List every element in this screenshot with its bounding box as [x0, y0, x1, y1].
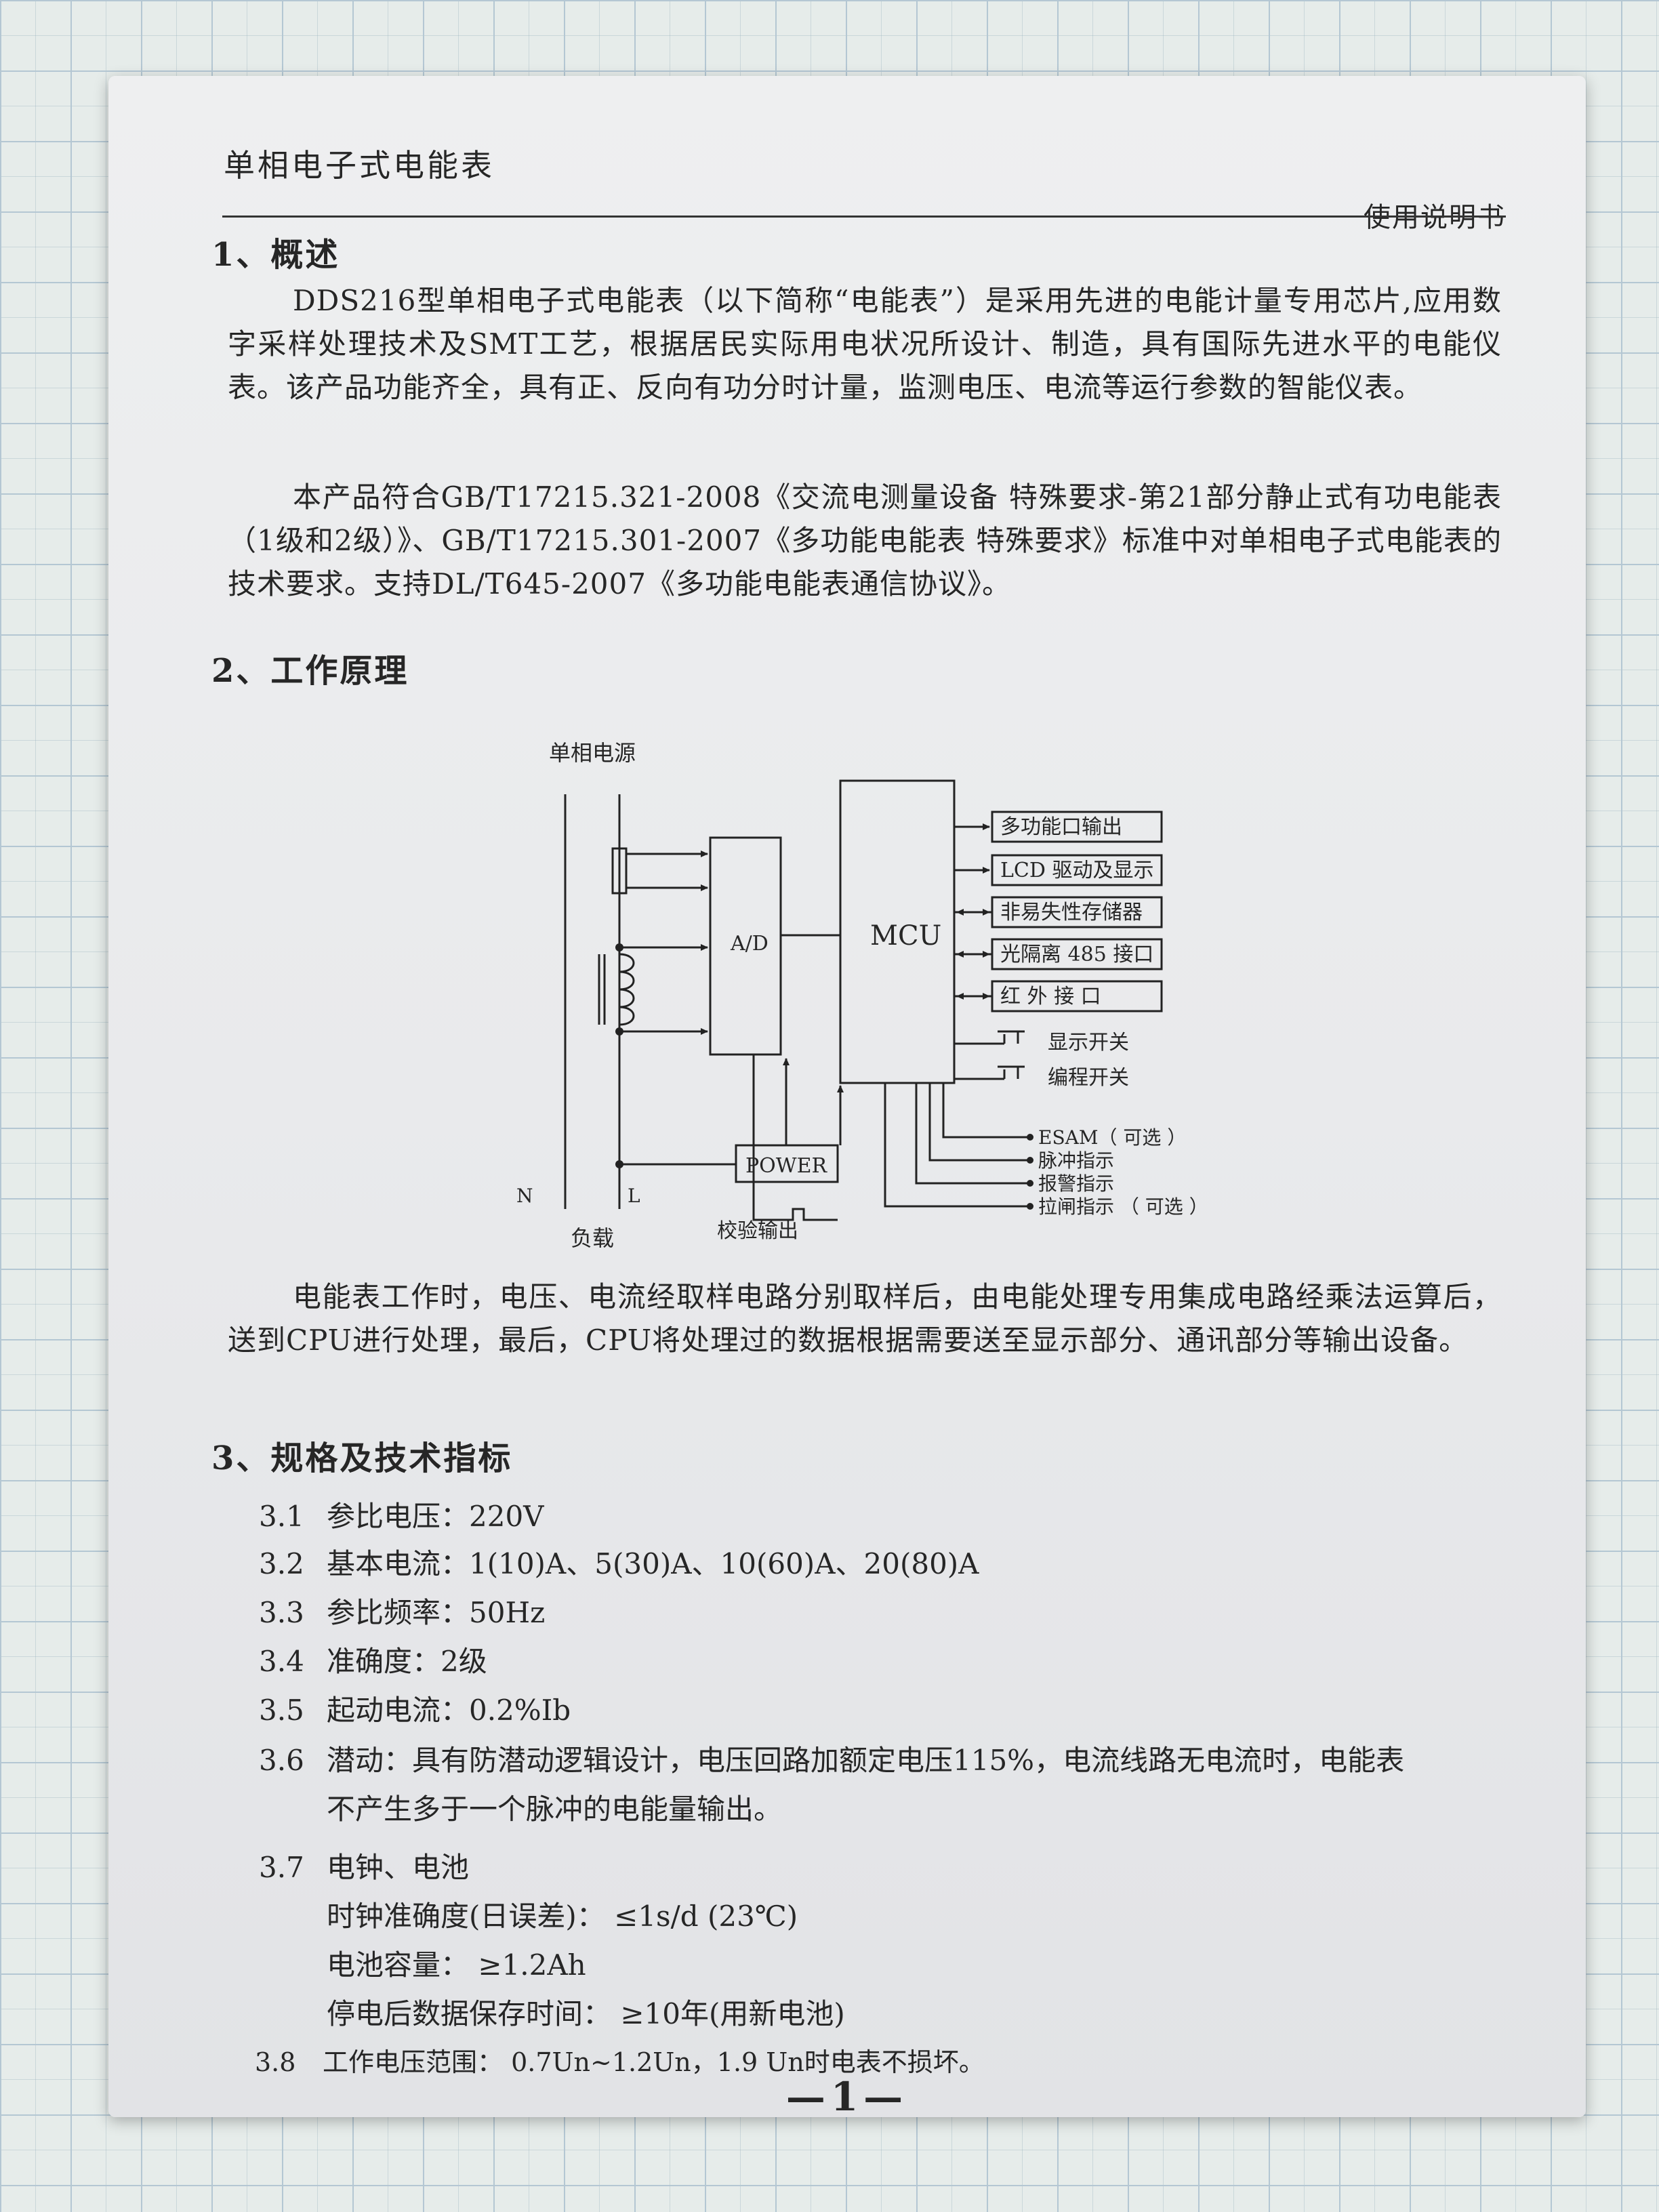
power-label: POWER: [745, 1154, 828, 1178]
display-switch-label: 显示开关: [1048, 1031, 1129, 1054]
spec-item-6-continuation: 不产生多于一个脉冲的电能量输出。: [327, 1793, 783, 1826]
spec-data-retention: 停电后数据保存时间： ≥10年(用新电池): [327, 1997, 845, 2030]
output-label-485: 光隔离 485 接口: [1000, 943, 1153, 966]
output-box-4: [991, 938, 1163, 970]
section-1-paragraph-2: 本产品符合GB/T17215.321-2008《交流电测量设备 特殊要求-第21…: [228, 480, 1502, 600]
header-title: 单相电子式电能表: [224, 147, 495, 184]
block-diagram: 单相电源 A/D MCU POWER N L 负载 校验输出 多功能口输出 LC…: [516, 740, 1208, 1251]
output-label-multifunction: 多功能口输出: [1000, 815, 1122, 839]
output-box-2: [991, 854, 1163, 886]
spec-clock-accuracy: 时钟准确度(日误差)： ≤1s/d (23℃): [327, 1900, 798, 1933]
load-label: 负载: [571, 1225, 614, 1251]
mcu-block: [839, 779, 956, 1084]
header-doc-type: 使用说明书: [1364, 202, 1506, 233]
spec-battery-capacity: 电池容量： ≥1.2Ah: [327, 1948, 586, 1982]
live-label: L: [628, 1185, 640, 1207]
mcu-label: MCU: [870, 920, 941, 951]
supply-label: 单相电源: [549, 740, 636, 766]
program-switch-label: 编程开关: [1048, 1066, 1129, 1090]
section-2-heading: 2、工作原理: [211, 652, 409, 690]
output-label-memory: 非易失性存储器: [1000, 901, 1143, 924]
voltage-coil: [619, 953, 635, 1026]
calibration-output-label: 校验输出: [717, 1219, 798, 1243]
output-box-3: [991, 896, 1163, 928]
pulse-indicator-label: 脉冲指示: [1038, 1149, 1114, 1172]
adc-block: [709, 836, 782, 1056]
section-2-paragraph: 电能表工作时，电压、电流经取样电路分别取样后，由电能处理专用集成电路经乘法运算后…: [228, 1280, 1502, 1357]
page-number: —1—: [785, 2074, 909, 2120]
alarm-indicator-label: 报警指示: [1038, 1172, 1114, 1195]
trip-indicator-label: 拉闸指示 （ 可选 ）: [1038, 1195, 1208, 1218]
section-1-paragraph-1: DDS216型单相电子式电能表（以下简称“电能表”）是采用先进的电能计量专用芯片…: [228, 284, 1502, 404]
current-shunt: [611, 847, 628, 895]
adc-label: A/D: [730, 932, 769, 956]
output-label-lcd: LCD 驱动及显示: [1000, 859, 1153, 882]
esam-label: ESAM（ 可选 ）: [1038, 1126, 1186, 1149]
manual-page: 单相电子式电能表 使用说明书 1、概述 DDS216型单相电子式电能表（以下简称…: [108, 76, 1586, 2120]
section-3-heading: 3、规格及技术指标: [211, 1439, 513, 1477]
neutral-label: N: [516, 1185, 533, 1207]
header-rule: [222, 216, 1506, 218]
output-box-5: [991, 980, 1163, 1012]
output-label-infrared: 红 外 接 口: [1000, 985, 1101, 1008]
output-box-1: [991, 811, 1163, 843]
section-1-heading: 1、概述: [211, 236, 340, 274]
